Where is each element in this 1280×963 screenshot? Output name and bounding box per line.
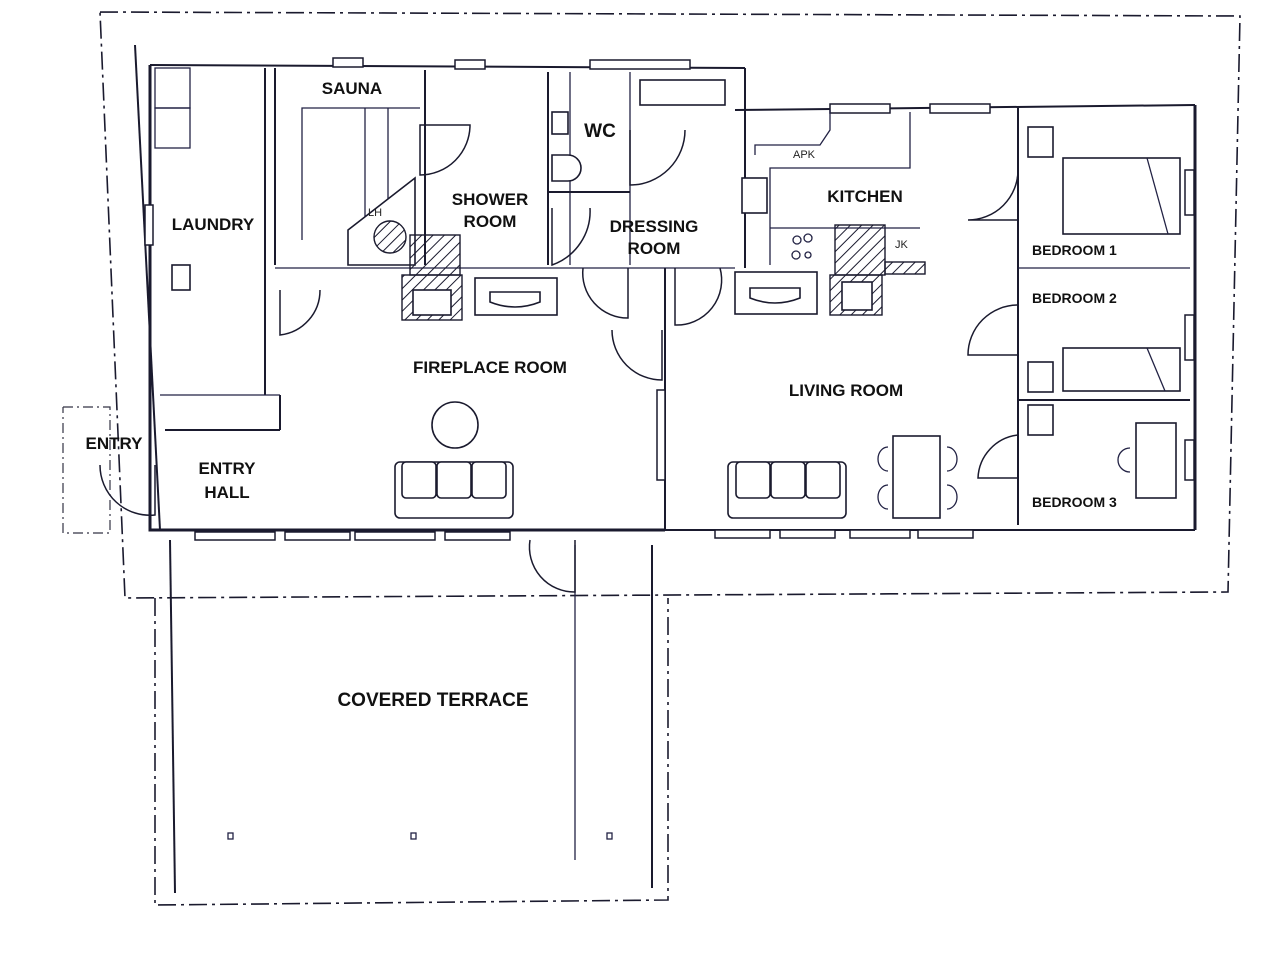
label-wc: WC [584,121,616,142]
bed-2-icon [1062,347,1181,392]
toilet-icon [551,154,582,182]
kitchen-stove-icon [841,281,873,311]
label-living-room: LIVING ROOM [789,381,903,400]
label-bedroom-3: BEDROOM 3 [1032,494,1117,510]
fireplace-icon [412,289,452,316]
annotation-sauna-heater: LH [368,207,382,219]
label-covered-terrace: COVERED TERRACE [337,690,528,711]
label-laundry: LAUNDRY [172,215,255,234]
annotation-fridge: JK [895,239,909,251]
sauna-stove-icon [373,220,407,254]
sofa-fireplace-icon [394,461,514,519]
label-entry-hall-1: ENTRY [199,459,257,478]
label-entry: ENTRY [86,434,144,453]
label-sauna: SAUNA [322,79,382,98]
label-kitchen: KITCHEN [827,187,903,206]
label-dressing-room-1: DRESSING [610,217,699,236]
roof-outline [62,11,1241,906]
fixtures [154,67,1181,840]
wc-sink-icon [551,111,569,135]
bed-1-icon [1062,157,1181,235]
laundry-sink-icon [171,264,191,291]
label-bedroom-1: BEDROOM 1 [1032,242,1117,258]
kitchen-sink-icon [741,177,768,214]
round-table-icon [431,401,479,449]
windows [144,57,1195,541]
label-bedroom-2: BEDROOM 2 [1032,290,1117,306]
label-shower-room-2: ROOM [464,212,517,231]
doors [99,124,1019,593]
sofa-living-icon [727,461,847,519]
label-dressing-room-2: ROOM [628,239,681,258]
room-labels: SAUNA LAUNDRY SHOWER ROOM WC DRESSING RO… [86,79,1118,711]
desk-icon [1135,422,1177,499]
dining-table-icon [892,435,941,519]
label-entry-hall-2: HALL [204,483,249,502]
annotation-kitchen-counter: APK [793,149,816,161]
label-shower-room-1: SHOWER [452,190,529,209]
label-fireplace-room: FIREPLACE ROOM [413,358,567,377]
annotations: LH APK JK [368,149,909,251]
